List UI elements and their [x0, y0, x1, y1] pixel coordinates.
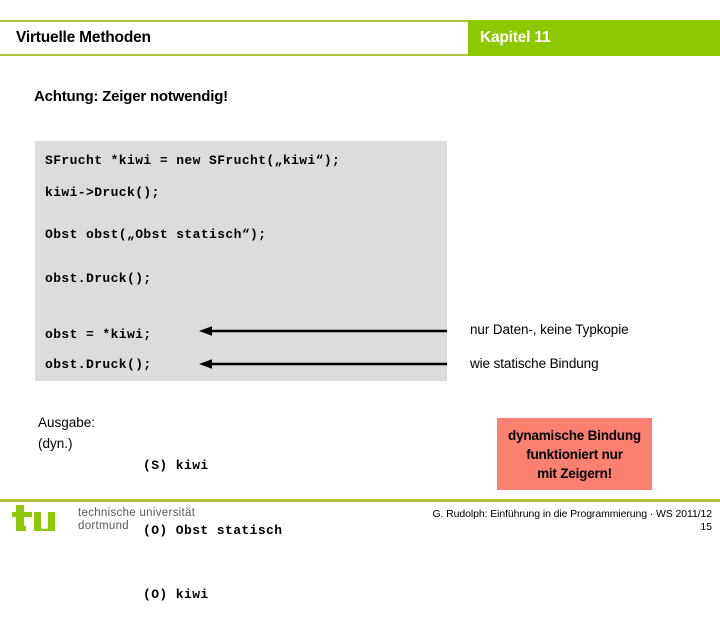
header-chapter-label: Kapitel 11: [480, 29, 551, 46]
callout-box: dynamische Bindung funktioniert nur mit …: [497, 418, 652, 490]
annotation-label: wie statische Bindung: [470, 356, 599, 371]
logo-line-2: dortmund: [78, 520, 129, 532]
output-label: Ausgabe: (dyn.): [38, 412, 95, 454]
left-arrow-icon: [199, 326, 447, 336]
tu-dortmund-logo: technische universität dortmund: [12, 505, 195, 535]
callout-line: mit Zeigern!: [537, 465, 612, 481]
output-line: (O) kiwi: [143, 587, 209, 602]
code-block: SFrucht *kiwi = new SFrucht(„kiwi“); kiw…: [35, 141, 447, 381]
page-title: Virtuelle Methoden: [16, 29, 151, 46]
logo-wordmark: technische universität dortmund: [78, 507, 195, 533]
code-line: obst.Druck();: [45, 271, 152, 286]
code-line: Obst obst(„Obst statisch“);: [45, 227, 267, 242]
footer-divider: [0, 499, 720, 502]
callout-line: dynamische Bindung: [508, 427, 641, 443]
output-label-line: Ausgabe:: [38, 415, 96, 430]
code-line: obst = *kiwi;: [45, 327, 152, 342]
output-label-line: (dyn.): [38, 436, 73, 451]
code-line: obst.Druck();: [45, 357, 152, 372]
code-line: kiwi->Druck();: [45, 185, 160, 200]
tu-logo-icon: [12, 505, 55, 532]
header-title-box: Virtuelle Methoden: [0, 20, 468, 56]
footer-credit: G. Rudolph: Einführung in die Programmie…: [432, 508, 712, 520]
footer-page-number: 15: [700, 521, 712, 533]
annotation-label: nur Daten-, keine Typkopie: [470, 322, 629, 337]
left-arrow-icon: [199, 359, 447, 369]
callout-line: funktioniert nur: [526, 446, 623, 462]
output-line: (S) kiwi: [143, 458, 209, 473]
code-line: SFrucht *kiwi = new SFrucht(„kiwi“);: [45, 153, 341, 168]
output-line: (O) Obst statisch: [143, 522, 283, 538]
attention-heading: Achtung: Zeiger notwendig!: [34, 88, 228, 105]
logo-line-1: technische universität: [78, 507, 196, 519]
